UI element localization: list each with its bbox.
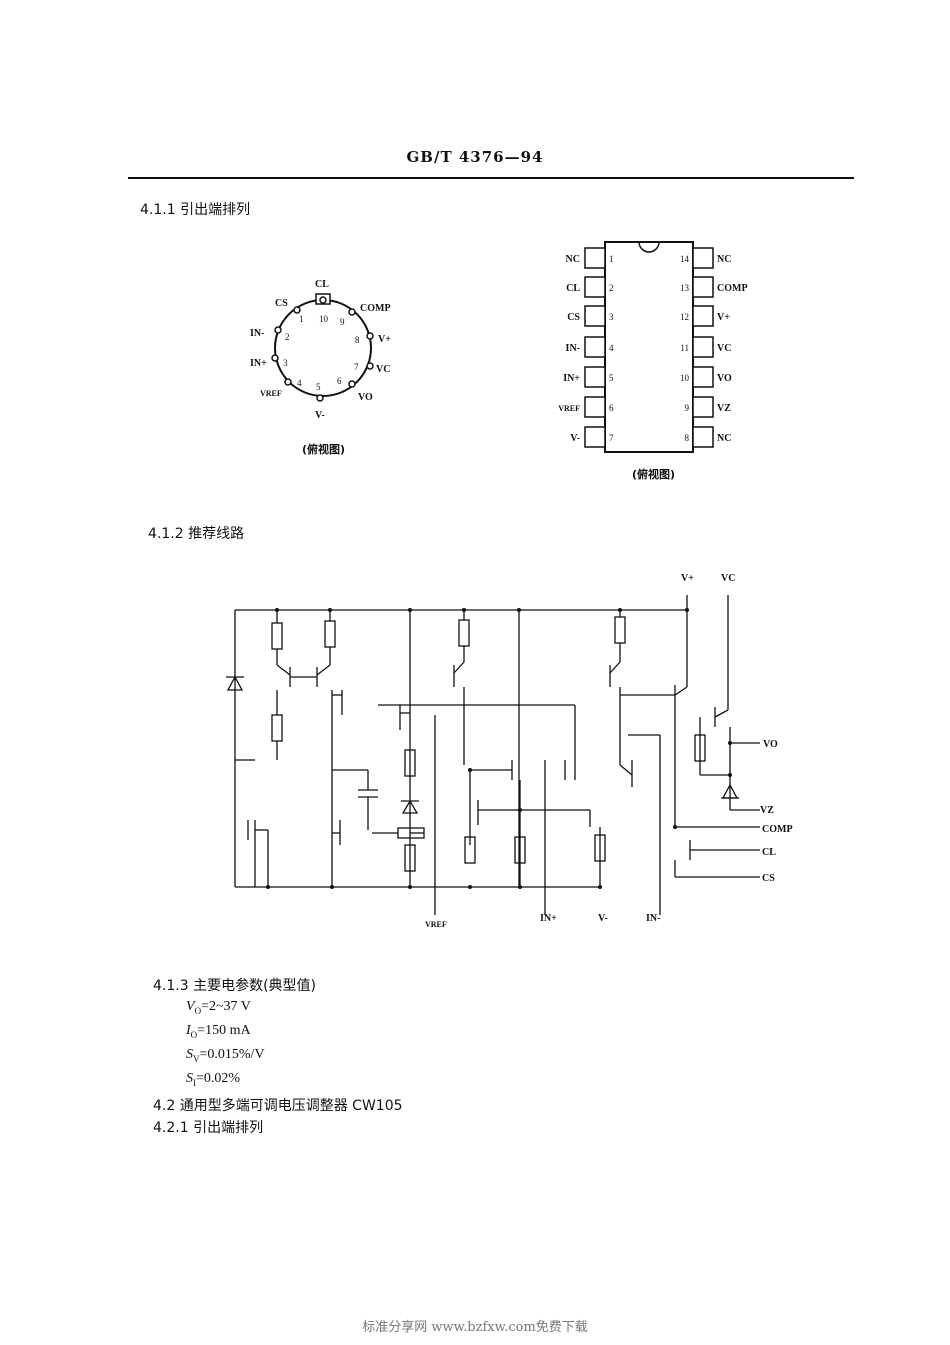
- dip-left-num-3: 3: [609, 312, 614, 322]
- param-io: IO=150 mA: [186, 1023, 251, 1040]
- dip-right-label-13: COMP: [717, 283, 748, 294]
- round-pin-label-in-plus: IN+: [250, 358, 267, 369]
- param-vo: VO=2~37 V: [186, 999, 251, 1016]
- round-pin-num-10: 10: [319, 314, 329, 324]
- circuit-label-vz: VZ: [760, 805, 774, 816]
- round-pin-num-3: 3: [283, 358, 288, 368]
- circuit-label-vref: VREF: [425, 920, 447, 929]
- dip-right-label-9: VZ: [717, 403, 731, 414]
- round-package-diagram: 1 2 3 4 5 6 7 8 9 10 CS IN- IN+ VREF V- …: [250, 279, 391, 421]
- round-pin-label-vo: VO: [358, 392, 373, 403]
- dip-right-num-14: 14: [680, 254, 690, 264]
- dip-right-num-10: 10: [680, 373, 690, 383]
- dip-right-num-13: 13: [680, 283, 690, 293]
- round-pin-label-vc: VC: [376, 364, 390, 375]
- param-si: SI=0.02%: [186, 1071, 241, 1088]
- dip-right-label-8: NC: [717, 433, 731, 444]
- round-pin-label-comp: COMP: [360, 303, 391, 314]
- round-pin-num-1: 1: [299, 314, 304, 324]
- round-pin-num-4: 4: [297, 378, 302, 388]
- circuit-label-v-plus: V+: [681, 573, 694, 584]
- dip-left-num-7: 7: [609, 433, 614, 443]
- round-pin-num-7: 7: [354, 362, 359, 372]
- circuit-label-in-minus: IN-: [646, 913, 660, 924]
- dip-right-label-12: V+: [717, 312, 730, 323]
- round-package-caption: (俯视图): [302, 443, 346, 456]
- section-4-1-1-heading: 4.1.1 引出端排列: [140, 202, 251, 218]
- dip-left-num-1: 1: [609, 254, 614, 264]
- round-pin-num-2: 2: [285, 332, 290, 342]
- circuit-label-v-minus: V-: [598, 913, 608, 924]
- standard-code-header: GB/T 4376—94: [406, 148, 544, 166]
- round-pin-label-v-plus: V+: [378, 334, 391, 345]
- dip-left-label-7: V-: [570, 433, 580, 444]
- dip-right-num-9: 9: [685, 403, 690, 413]
- round-pin-label-in-minus: IN-: [250, 328, 264, 339]
- circuit-label-cl: CL: [762, 847, 776, 858]
- round-pin-num-6: 6: [337, 376, 342, 386]
- section-4-1-2-heading: 4.1.2 推荐线路: [148, 526, 245, 542]
- circuit-label-vo: VO: [763, 739, 778, 750]
- round-pin-label-v-minus: V-: [315, 410, 325, 421]
- dip-left-label-2: CL: [566, 283, 580, 294]
- dip-right-label-11: VC: [717, 343, 731, 354]
- param-sv: SV=0.015%/V: [186, 1047, 265, 1064]
- round-pin-num-8: 8: [355, 335, 360, 345]
- dip-right-label-14: NC: [717, 254, 731, 265]
- dip-left-num-2: 2: [609, 283, 614, 293]
- dip-left-label-3: CS: [567, 312, 580, 323]
- dip-left-num-5: 5: [609, 373, 614, 383]
- dip-right-num-12: 12: [680, 312, 689, 322]
- circuit-label-vc: VC: [721, 573, 735, 584]
- dip-left-num-6: 6: [609, 403, 614, 413]
- round-pin-num-5: 5: [316, 382, 321, 392]
- circuit-label-in-plus: IN+: [540, 913, 557, 924]
- dip-left-label-1: NC: [566, 254, 580, 265]
- footer-watermark: 标准分享网 www.bzfxw.com免费下载: [362, 1320, 588, 1335]
- dip-package-diagram: NC CL CS IN- IN+ VREF V- 1 2 3 4 5 6 7 1…: [558, 241, 748, 453]
- dip-right-num-11: 11: [680, 343, 689, 353]
- round-pin-label-vref: VREF: [260, 389, 282, 398]
- dip-left-label-6: VREF: [558, 404, 580, 413]
- circuit-label-comp: COMP: [762, 824, 793, 835]
- dip-right-num-8: 8: [685, 433, 690, 443]
- recommended-circuit-schematic: V+ VC VO VZ COMP CL CS VREF IN+ V- IN-: [226, 573, 793, 929]
- header-rule: [128, 177, 854, 179]
- section-4-1-3-heading: 4.1.3 主要电参数(典型值): [153, 978, 316, 994]
- dip-left-num-4: 4: [609, 343, 614, 353]
- section-4-2-heading: 4.2 通用型多端可调电压调整器 CW105: [153, 1098, 403, 1114]
- dip-right-label-10: VO: [717, 373, 732, 384]
- dip-left-label-5: IN+: [563, 373, 580, 384]
- round-pin-label-cs: CS: [275, 298, 288, 309]
- round-pin-num-9: 9: [340, 317, 345, 327]
- circuit-label-cs: CS: [762, 873, 775, 884]
- dip-left-label-4: IN-: [566, 343, 580, 354]
- round-pin-label-cl: CL: [315, 279, 329, 290]
- dip-package-caption: (俯视图): [632, 468, 676, 481]
- section-4-2-1-heading: 4.2.1 引出端排列: [153, 1120, 264, 1136]
